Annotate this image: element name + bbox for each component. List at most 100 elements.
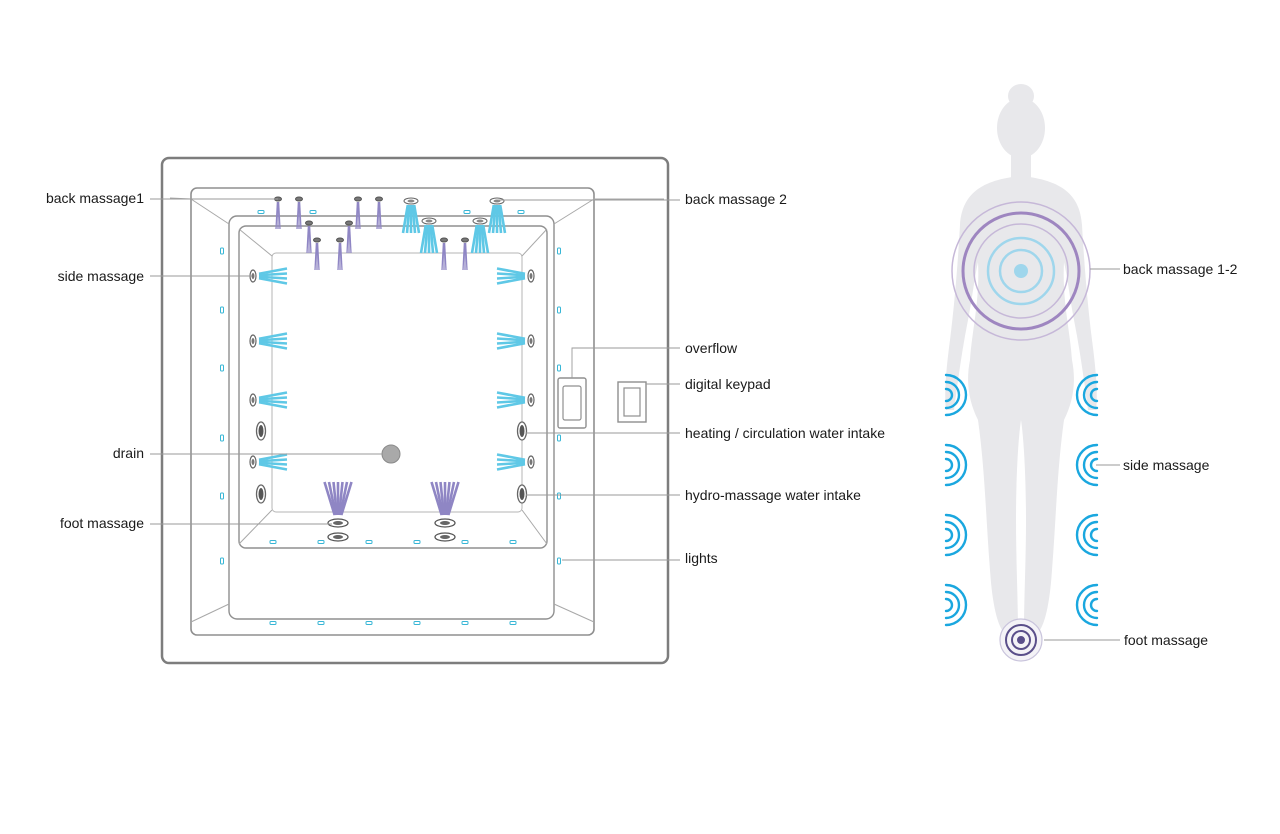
jet-stream: [316, 242, 320, 271]
tub-lights: [220, 210, 561, 625]
wave-arc: [944, 450, 961, 480]
back-jet-small: [345, 220, 353, 254]
light-marker: [413, 540, 421, 544]
jet-nozzle-core: [251, 338, 255, 344]
jet-stream: [258, 340, 288, 345]
side-jet-left: [249, 453, 288, 471]
jet-stream: [430, 481, 443, 516]
light-marker: [269, 540, 277, 544]
wave-icon: [944, 583, 968, 627]
jet-stream: [258, 462, 288, 471]
wave-arc: [944, 590, 961, 620]
jet-stream: [258, 396, 288, 401]
tub-floor: [271, 252, 523, 513]
light-marker: [509, 621, 517, 625]
jet-nozzle-core: [333, 521, 343, 525]
wave-arc: [1089, 457, 1099, 473]
wave-arc: [944, 513, 968, 557]
light-marker: [220, 434, 224, 442]
tub-outer-frame: [160, 156, 670, 665]
jet-stream: [444, 481, 451, 516]
wave-arc: [1082, 590, 1099, 620]
label-drain: drain: [112, 445, 144, 461]
label-heating-intake: heating / circulation water intake: [685, 425, 885, 441]
jet-stream: [496, 391, 526, 400]
wave-arc: [944, 520, 961, 550]
light-marker: [365, 621, 373, 625]
jet-nozzle-core: [333, 535, 343, 539]
jet-stream: [496, 341, 526, 350]
jet-nozzle-core: [425, 219, 433, 223]
jet-nozzle-icon: [375, 196, 383, 202]
jet-stream: [434, 481, 445, 516]
water-intake-core: [258, 425, 264, 437]
tub-rim: [190, 187, 595, 636]
jet-stream: [419, 224, 428, 254]
jet-nozzle-core: [529, 273, 533, 279]
side-jets: [249, 267, 535, 471]
wave-arc: [1082, 450, 1099, 480]
jet-stream: [480, 224, 486, 254]
side-jet-right: [496, 267, 535, 285]
jet-stream: [258, 272, 288, 277]
wave-icon: [944, 443, 968, 487]
light-marker: [220, 364, 224, 372]
jet-stream: [258, 391, 288, 400]
side-massage-waves: [944, 373, 1099, 627]
jet-stream: [332, 481, 339, 516]
wave-arc: [1075, 583, 1099, 627]
jet-stream: [258, 275, 288, 280]
jet-stream: [496, 453, 526, 462]
light-marker: [220, 557, 224, 565]
jet-stream: [423, 224, 429, 254]
back-jet-large: [487, 197, 507, 234]
jet-stream: [258, 458, 288, 463]
back-jets: [274, 196, 507, 271]
light-marker: [557, 557, 561, 565]
jet-nozzle-core: [476, 219, 484, 223]
jet-stream: [481, 224, 490, 254]
jet-nozzle-core: [251, 273, 255, 279]
jet-nozzle-core: [529, 397, 533, 403]
jet-nozzle-icon: [295, 196, 303, 202]
jet-stream: [327, 481, 338, 516]
jet-stream: [258, 399, 288, 404]
jet-stream: [441, 242, 445, 271]
light-marker: [509, 540, 517, 544]
jet-nozzle-icon: [336, 237, 344, 243]
jet-stream: [378, 201, 382, 230]
jet-stream: [496, 337, 526, 342]
foot-massage-rings: [999, 618, 1043, 662]
jet-stream: [464, 242, 468, 271]
digital-keypad: [617, 381, 647, 423]
jet-stream: [443, 242, 447, 271]
back-jet-large: [401, 197, 421, 234]
wave-arc: [944, 443, 968, 487]
jet-stream: [430, 224, 439, 254]
wave-arc: [1075, 373, 1099, 417]
light-marker: [269, 621, 277, 625]
back-jet-small: [354, 196, 362, 230]
jet-stream: [340, 481, 353, 516]
wave-arc: [1075, 443, 1099, 487]
label-digital-keypad: digital keypad: [685, 376, 771, 392]
jet-stream: [258, 400, 288, 409]
drain-icon: [381, 444, 401, 464]
wave-arc: [1075, 513, 1099, 557]
light-marker: [220, 492, 224, 500]
foot-jet: [430, 481, 460, 542]
water-intake-core: [519, 488, 525, 500]
jet-stream: [357, 201, 361, 230]
jet-stream: [462, 242, 466, 271]
back-jet-large: [470, 217, 490, 254]
light-marker: [557, 434, 561, 442]
label-lights: lights: [685, 550, 718, 566]
jet-nozzle-core: [529, 338, 533, 344]
jet-nozzle-icon: [313, 237, 321, 243]
label-body-foot-massage: foot massage: [1124, 632, 1209, 648]
jet-stream: [258, 276, 288, 285]
label-back-massage-2: back massage 2: [685, 191, 787, 207]
bathtub-top-view: [160, 156, 670, 665]
light-marker: [257, 210, 265, 214]
wave-arc: [1082, 380, 1099, 410]
